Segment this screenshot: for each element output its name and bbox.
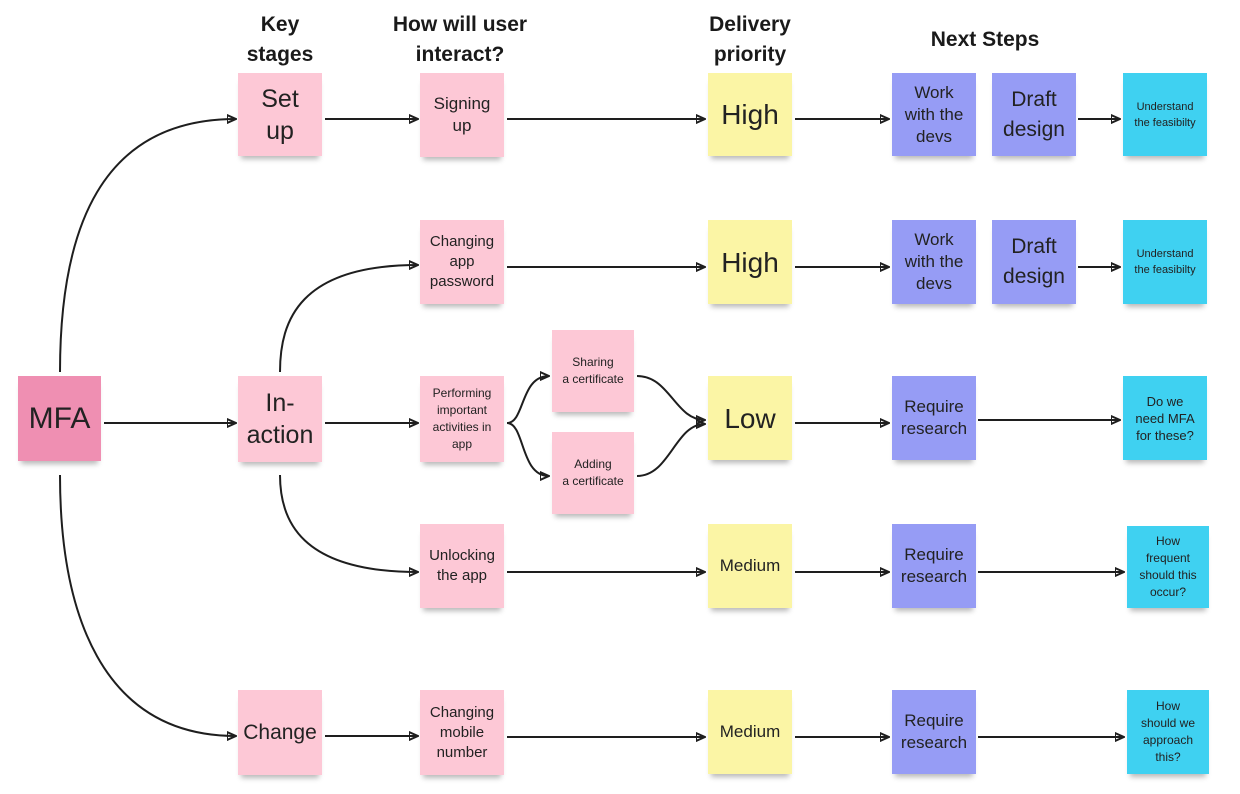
- stage-setup-label: Set up: [261, 84, 299, 145]
- sub-adding-certificate-note[interactable]: Adding a certificate: [552, 432, 634, 514]
- mfa-note[interactable]: MFA: [18, 376, 101, 461]
- priority-row5-label: Medium: [719, 722, 781, 741]
- outcome-row4-note[interactable]: How frequent should this occur?: [1127, 526, 1209, 608]
- interaction-unlocking-note[interactable]: Unlocking the app: [420, 524, 504, 608]
- priority-row4-label: Medium: [719, 556, 781, 575]
- connector-inaction-password: [279, 265, 418, 373]
- header-interaction: How will user interact?: [392, 13, 528, 66]
- stage-inaction-note[interactable]: In- action: [238, 376, 322, 462]
- interaction-performing-note[interactable]: Performing important activities in app: [420, 376, 504, 462]
- interaction-mobile-label: Changing mobile number: [429, 703, 495, 761]
- connector-sharing-low: [636, 375, 705, 420]
- interaction-app-password-label: Changing app password: [429, 233, 495, 290]
- step-row4-research-label: Require research: [900, 545, 968, 586]
- header-next-steps: Next Steps: [930, 28, 1040, 51]
- interaction-signing-up-note[interactable]: Signing up: [420, 73, 504, 157]
- outcome-row2-label: Understand the feasibilty: [1134, 248, 1196, 276]
- step-row2-work-devs-note[interactable]: Work with the devs: [892, 220, 976, 304]
- outcome-row2-note[interactable]: Understand the feasibilty: [1123, 220, 1207, 304]
- step-row1-draft-design-label: Draft design: [1003, 87, 1065, 141]
- sub-sharing-certificate-label: Sharing a certificate: [562, 355, 624, 386]
- connector-performing-sharing: [506, 376, 549, 424]
- outcome-row3-label: Do we need MFA for these?: [1135, 393, 1195, 443]
- connector-performing-adding: [506, 422, 549, 476]
- interaction-signing-up-label: Signing up: [433, 94, 491, 135]
- stage-setup-note[interactable]: Set up: [238, 73, 322, 156]
- priority-row1-note[interactable]: High: [708, 73, 792, 156]
- priority-row5-note[interactable]: Medium: [708, 690, 792, 774]
- step-row1-work-devs-label: Work with the devs: [904, 82, 964, 146]
- step-row4-research-note[interactable]: Require research: [892, 524, 976, 608]
- priority-row1-label: High: [721, 99, 779, 130]
- step-row2-draft-design-label: Draft design: [1003, 235, 1065, 288]
- connector-adding-low: [636, 424, 705, 477]
- outcome-row1-note[interactable]: Understand the feasibilty: [1123, 73, 1207, 156]
- step-row1-draft-design-note[interactable]: Draft design: [992, 73, 1076, 156]
- step-row2-work-devs-label: Work with the devs: [904, 230, 964, 293]
- connector-inaction-unlocking: [279, 474, 418, 572]
- header-priority: Delivery priority: [709, 13, 791, 66]
- step-row5-research-label: Require research: [900, 711, 968, 752]
- priority-row4-note[interactable]: Medium: [708, 524, 792, 608]
- priority-row2-label: High: [721, 246, 779, 278]
- step-row5-research-note[interactable]: Require research: [892, 690, 976, 774]
- step-row3-research-note[interactable]: Require research: [892, 376, 976, 460]
- header-key-stages: Key stages: [246, 13, 314, 66]
- priority-row3-note[interactable]: Low: [708, 376, 792, 460]
- stage-change-note[interactable]: Change: [238, 690, 322, 775]
- connector-mfa-change: [59, 474, 236, 736]
- sub-sharing-certificate-note[interactable]: Sharing a certificate: [552, 330, 634, 412]
- mfa-note-label: MFA: [28, 401, 91, 435]
- connector-mfa-setup: [59, 119, 236, 373]
- interaction-unlocking-label: Unlocking the app: [429, 547, 495, 584]
- step-row3-research-label: Require research: [900, 397, 968, 438]
- interaction-app-password-note[interactable]: Changing app password: [420, 220, 504, 304]
- priority-row2-note[interactable]: High: [708, 220, 792, 304]
- outcome-row4-label: How frequent should this occur?: [1139, 534, 1197, 599]
- outcome-row5-label: How should we approach this?: [1140, 699, 1196, 764]
- priority-row3-label: Low: [724, 402, 776, 434]
- step-row1-work-devs-note[interactable]: Work with the devs: [892, 73, 976, 156]
- step-row2-draft-design-note[interactable]: Draft design: [992, 220, 1076, 304]
- interaction-performing-label: Performing important activities in app: [432, 386, 492, 451]
- interaction-mobile-note[interactable]: Changing mobile number: [420, 690, 504, 775]
- outcome-row1-label: Understand the feasibilty: [1134, 100, 1196, 129]
- sub-adding-certificate-label: Adding a certificate: [562, 457, 624, 488]
- outcome-row5-note[interactable]: How should we approach this?: [1127, 690, 1209, 774]
- outcome-row3-note[interactable]: Do we need MFA for these?: [1123, 376, 1207, 460]
- stage-inaction-label: In- action: [246, 389, 314, 449]
- stage-change-label: Change: [243, 720, 317, 744]
